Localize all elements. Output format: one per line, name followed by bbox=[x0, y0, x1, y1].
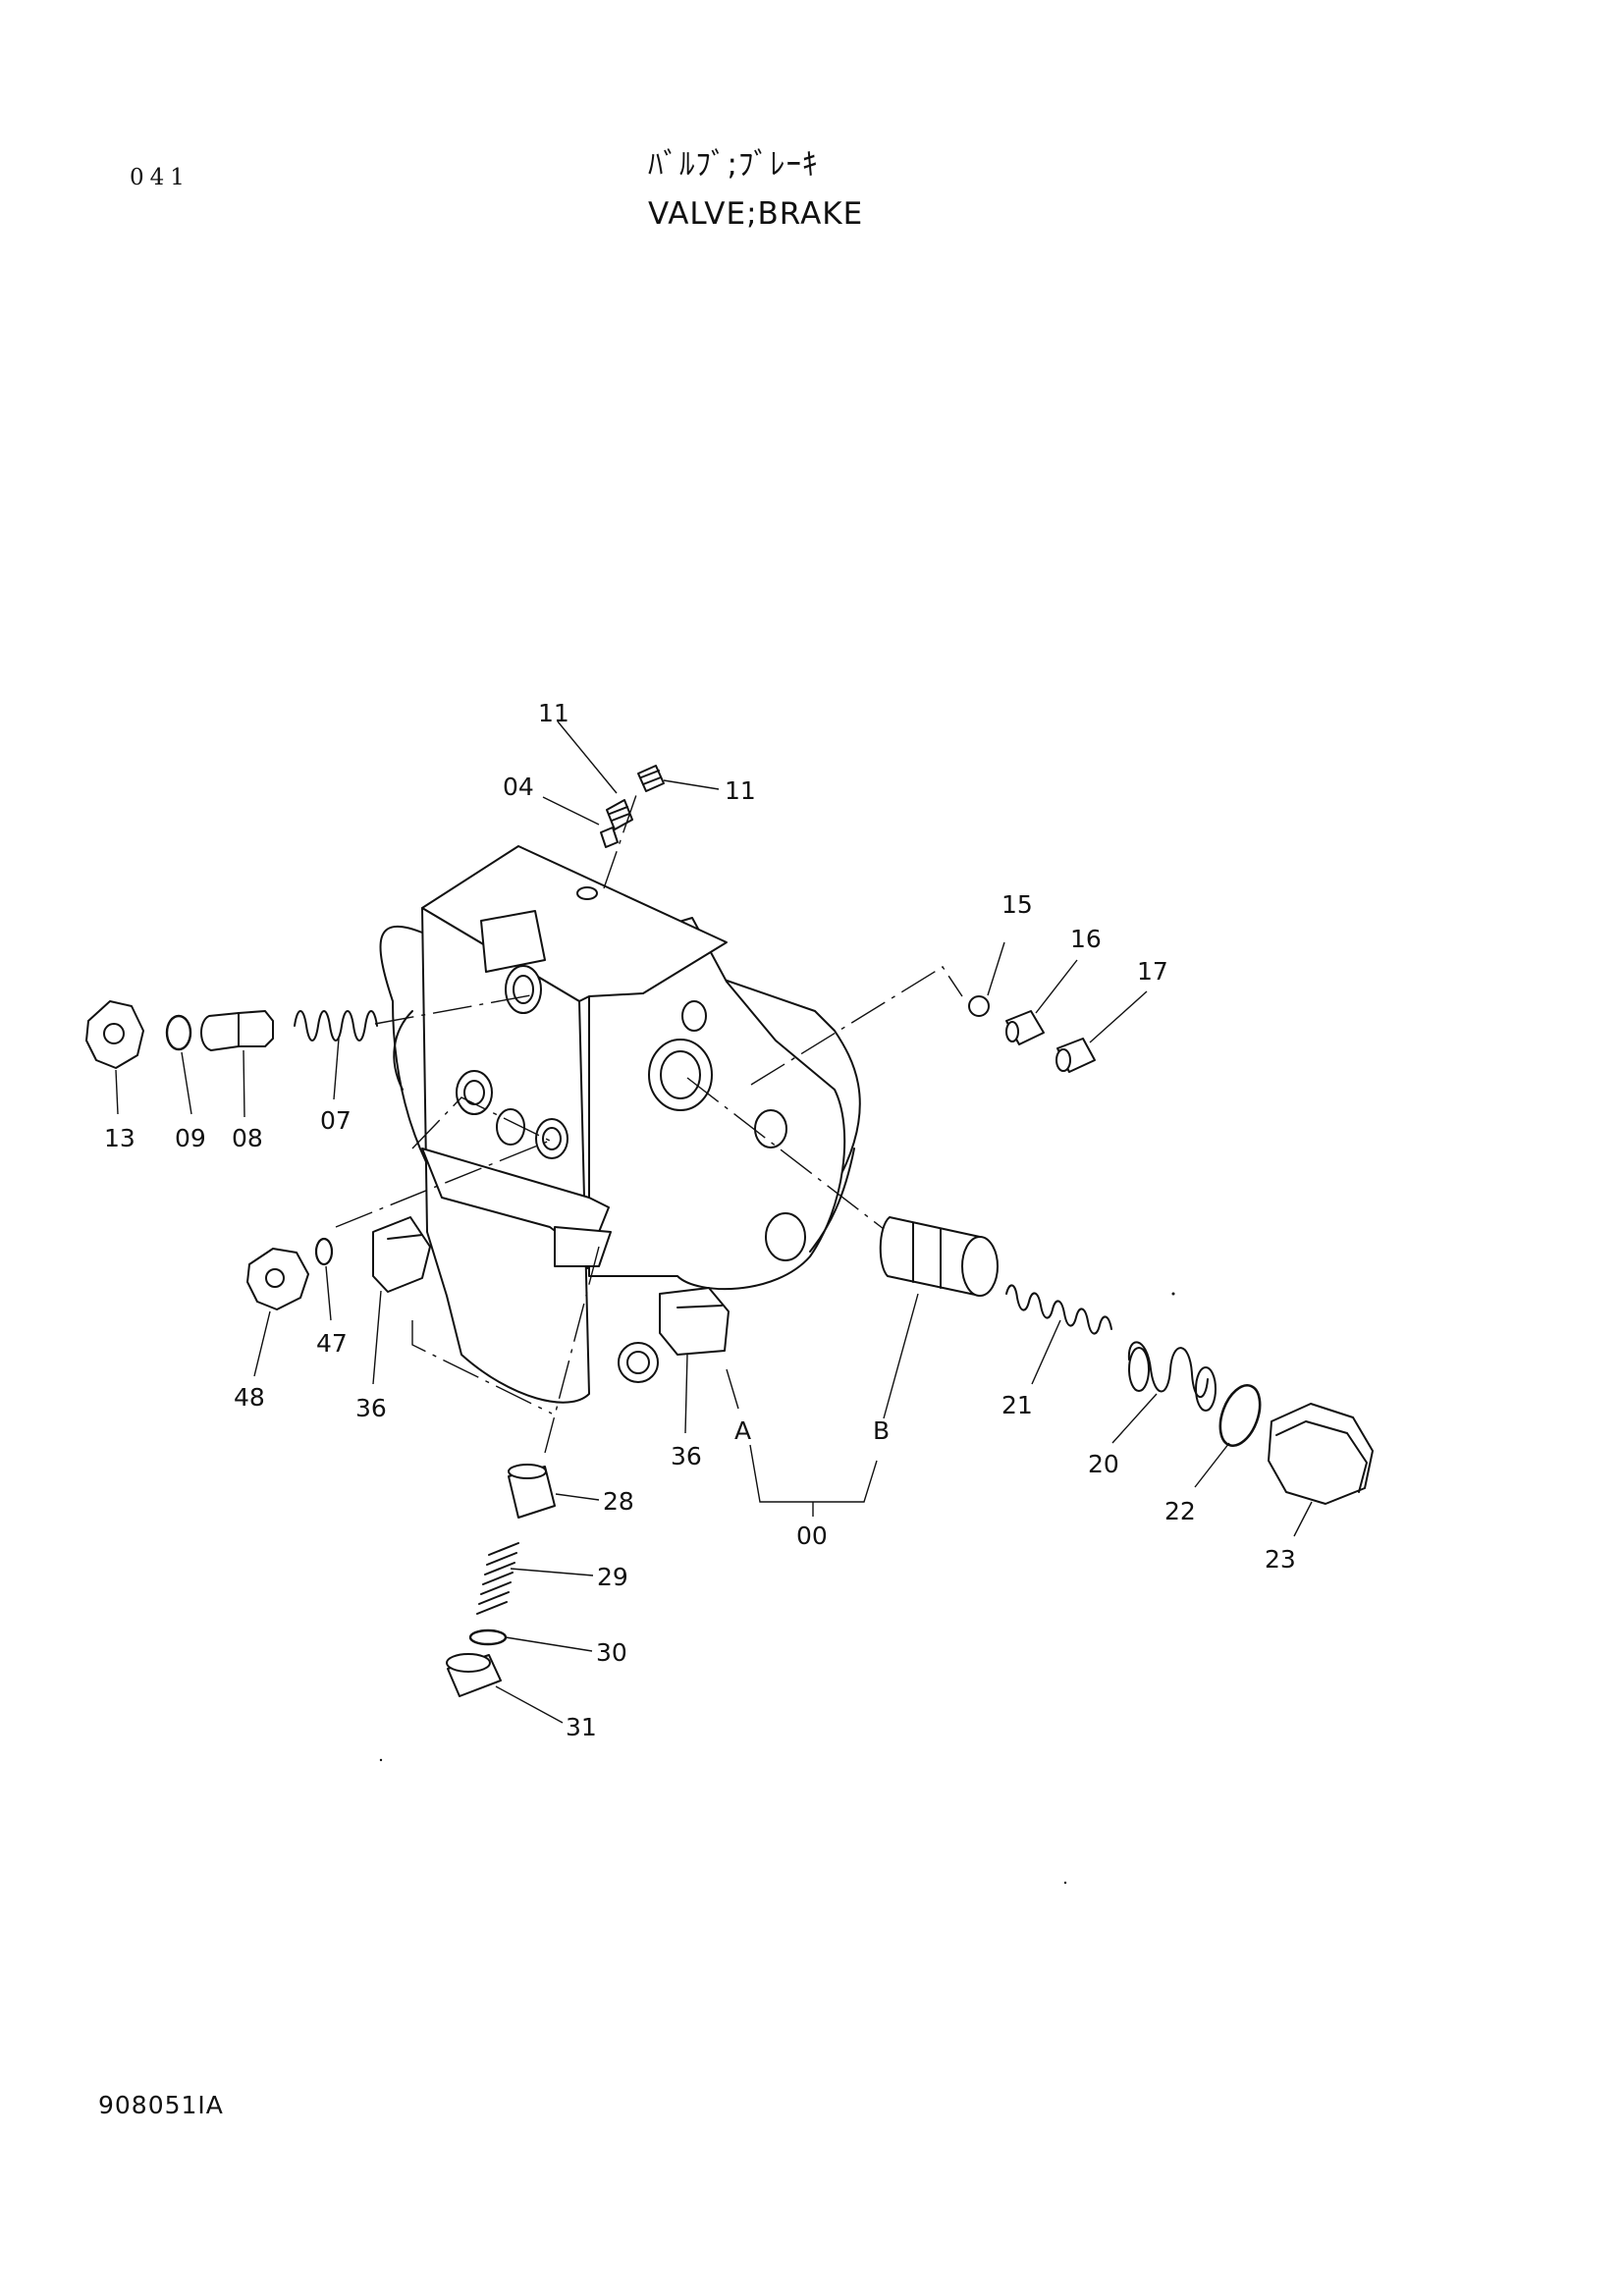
callout-11-top: 11 bbox=[538, 699, 569, 727]
callout-36-center: 36 bbox=[671, 1442, 702, 1470]
callout-B: B bbox=[873, 1416, 890, 1445]
callout-04: 04 bbox=[503, 773, 534, 801]
part-47-oring bbox=[314, 1237, 334, 1266]
callout-23: 23 bbox=[1265, 1545, 1296, 1574]
callout-36-left: 36 bbox=[355, 1394, 387, 1422]
assembly-centerlines bbox=[335, 794, 963, 1454]
callout-15: 15 bbox=[1001, 890, 1033, 919]
part-20-spring bbox=[1127, 1341, 1217, 1412]
body-ports bbox=[456, 886, 806, 1383]
title-japanese: ﾊﾞﾙﾌﾞ;ﾌﾞﾚｰｷ bbox=[648, 147, 819, 183]
scan-speck bbox=[1171, 1292, 1175, 1296]
part-13-plug bbox=[85, 1000, 144, 1069]
part-31-plug bbox=[446, 1653, 502, 1697]
part-17-plug bbox=[1055, 1038, 1096, 1073]
callout-31: 31 bbox=[566, 1713, 597, 1741]
callout-21: 21 bbox=[1001, 1391, 1033, 1419]
callout-labels: 11 04 11 15 16 17 13 09 08 07 48 47 36 3… bbox=[104, 699, 1296, 1741]
part-11-right-fitting bbox=[637, 765, 665, 792]
part-07-spring bbox=[294, 1010, 378, 1041]
callout-29: 29 bbox=[597, 1563, 628, 1591]
page-code: 041 bbox=[130, 165, 190, 190]
part-08-piston bbox=[200, 1010, 274, 1051]
callout-00: 00 bbox=[796, 1522, 828, 1550]
title-english: VALVE;BRAKE bbox=[648, 196, 864, 232]
scan-speck bbox=[379, 1758, 383, 1762]
part-29-spring bbox=[476, 1542, 519, 1615]
part-48-plug bbox=[246, 1248, 309, 1310]
part-21-spring bbox=[1005, 1284, 1112, 1335]
callout-47: 47 bbox=[316, 1329, 348, 1358]
part-30-oring bbox=[468, 1629, 508, 1646]
part-15-ball bbox=[968, 995, 990, 1017]
callout-13: 13 bbox=[104, 1124, 135, 1152]
callout-22: 22 bbox=[1164, 1497, 1196, 1525]
callout-A: A bbox=[734, 1416, 751, 1445]
callout-20: 20 bbox=[1088, 1450, 1119, 1478]
callout-09: 09 bbox=[175, 1124, 206, 1152]
scan-speck bbox=[1063, 1881, 1067, 1885]
callout-28: 28 bbox=[603, 1487, 634, 1516]
callout-07: 07 bbox=[320, 1106, 352, 1135]
part-16-seat bbox=[1005, 1010, 1045, 1045]
part-23-plug bbox=[1268, 1403, 1374, 1505]
part-11-top-fitting bbox=[606, 799, 633, 830]
part-28-piston bbox=[508, 1464, 556, 1519]
callout-11-right: 11 bbox=[725, 776, 756, 805]
callout-08: 08 bbox=[232, 1124, 263, 1152]
leader-lines bbox=[115, 721, 1313, 1724]
callout-16: 16 bbox=[1070, 925, 1102, 953]
figure-code: 908051IA bbox=[98, 2091, 224, 2119]
callout-48: 48 bbox=[234, 1383, 265, 1412]
part-36-left-plug bbox=[372, 1216, 431, 1293]
part-00-spool bbox=[879, 1216, 999, 1297]
valve-body bbox=[379, 845, 861, 1404]
part-22-oring bbox=[1218, 1384, 1262, 1447]
callout-30: 30 bbox=[596, 1638, 627, 1667]
callout-17: 17 bbox=[1137, 957, 1168, 986]
part-04-orifice bbox=[600, 827, 619, 848]
part-09-oring bbox=[165, 1014, 192, 1051]
